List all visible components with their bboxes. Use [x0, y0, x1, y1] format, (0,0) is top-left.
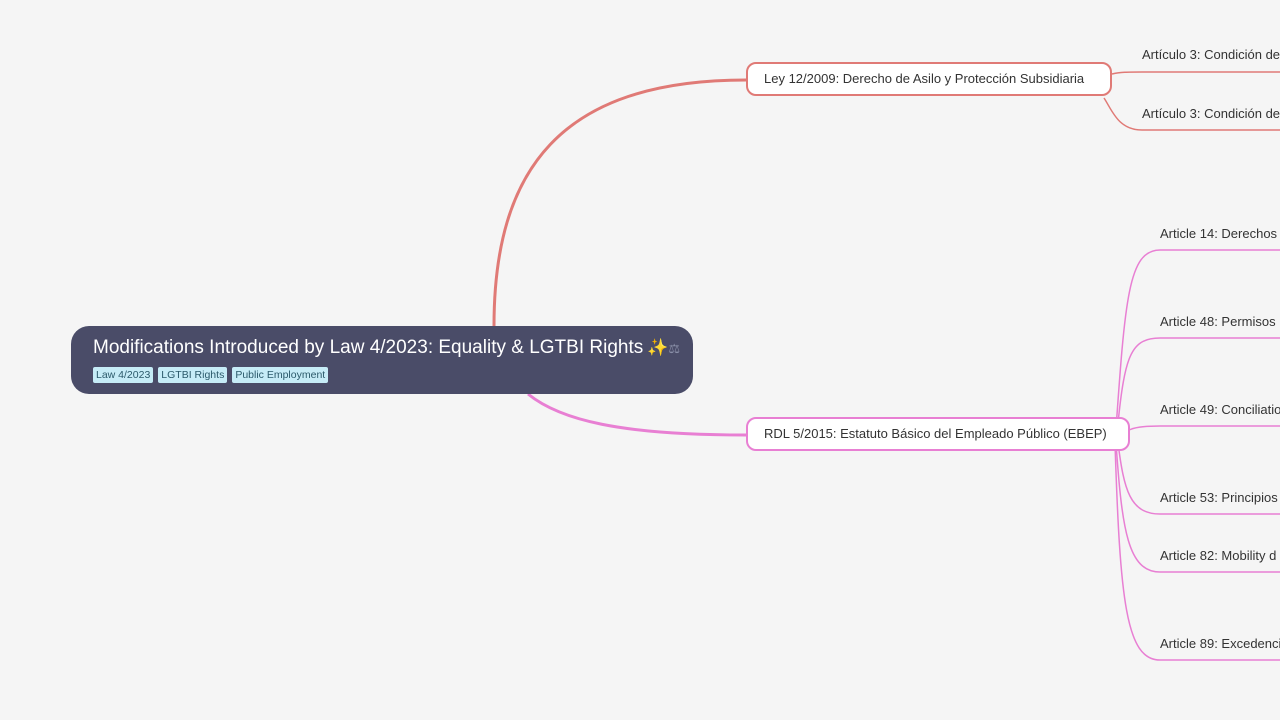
leaf-rdl-article-49[interactable]: Article 49: Conciliatio [1160, 402, 1280, 417]
root-title-row: Modifications Introduced by Law 4/2023: … [93, 336, 680, 361]
leaf-ley-articulo-3-b[interactable]: Artículo 3: Condición de [1142, 106, 1280, 121]
tag-law[interactable]: Law 4/2023 [93, 367, 154, 383]
tag-lgtbi-rights[interactable]: LGTBI Rights [158, 367, 228, 383]
leaf-rdl-article-89[interactable]: Article 89: Excedenci [1160, 636, 1280, 651]
connector-rdl-child-2 [1115, 337, 1280, 444]
connector-root-rdl [527, 392, 747, 437]
branch-node-rdl-5-2015[interactable]: RDL 5/2015: Estatuto Básico del Empleado… [746, 417, 1130, 451]
connector-ley-child-1 [1111, 71, 1280, 75]
root-tags: Law 4/2023 LGTBI Rights Public Employmen… [93, 367, 671, 383]
root-node[interactable]: Modifications Introduced by Law 4/2023: … [71, 326, 693, 394]
connector-rdl-child-6 [1114, 442, 1280, 661]
leaf-rdl-article-53[interactable]: Article 53: Principios [1160, 490, 1278, 505]
connector-root-ley [492, 78, 747, 327]
scale-icon: ⚖ [668, 341, 681, 356]
sparkles-icon: ✨ [647, 338, 669, 357]
connector-rdl-child-3 [1117, 425, 1280, 444]
leaf-ley-articulo-3-a[interactable]: Artículo 3: Condición de [1142, 47, 1280, 62]
leaf-rdl-article-82[interactable]: Article 82: Mobility d [1160, 548, 1277, 563]
leaf-rdl-article-14[interactable]: Article 14: Derechos [1160, 226, 1278, 241]
branch-node-ley-12-2009[interactable]: Ley 12/2009: Derecho de Asilo y Protecci… [746, 62, 1112, 96]
connector-ley-child-2 [1103, 97, 1280, 131]
connector-rdl-child-5 [1115, 442, 1280, 573]
tag-public-employment[interactable]: Public Employment [232, 367, 329, 383]
leaf-rdl-article-48[interactable]: Article 48: Permisos [1160, 314, 1276, 329]
root-title: Modifications Introduced by Law 4/2023: … [93, 337, 644, 358]
connector-rdl-child-4 [1117, 442, 1280, 515]
connector-rdl-child-1 [1114, 249, 1280, 444]
